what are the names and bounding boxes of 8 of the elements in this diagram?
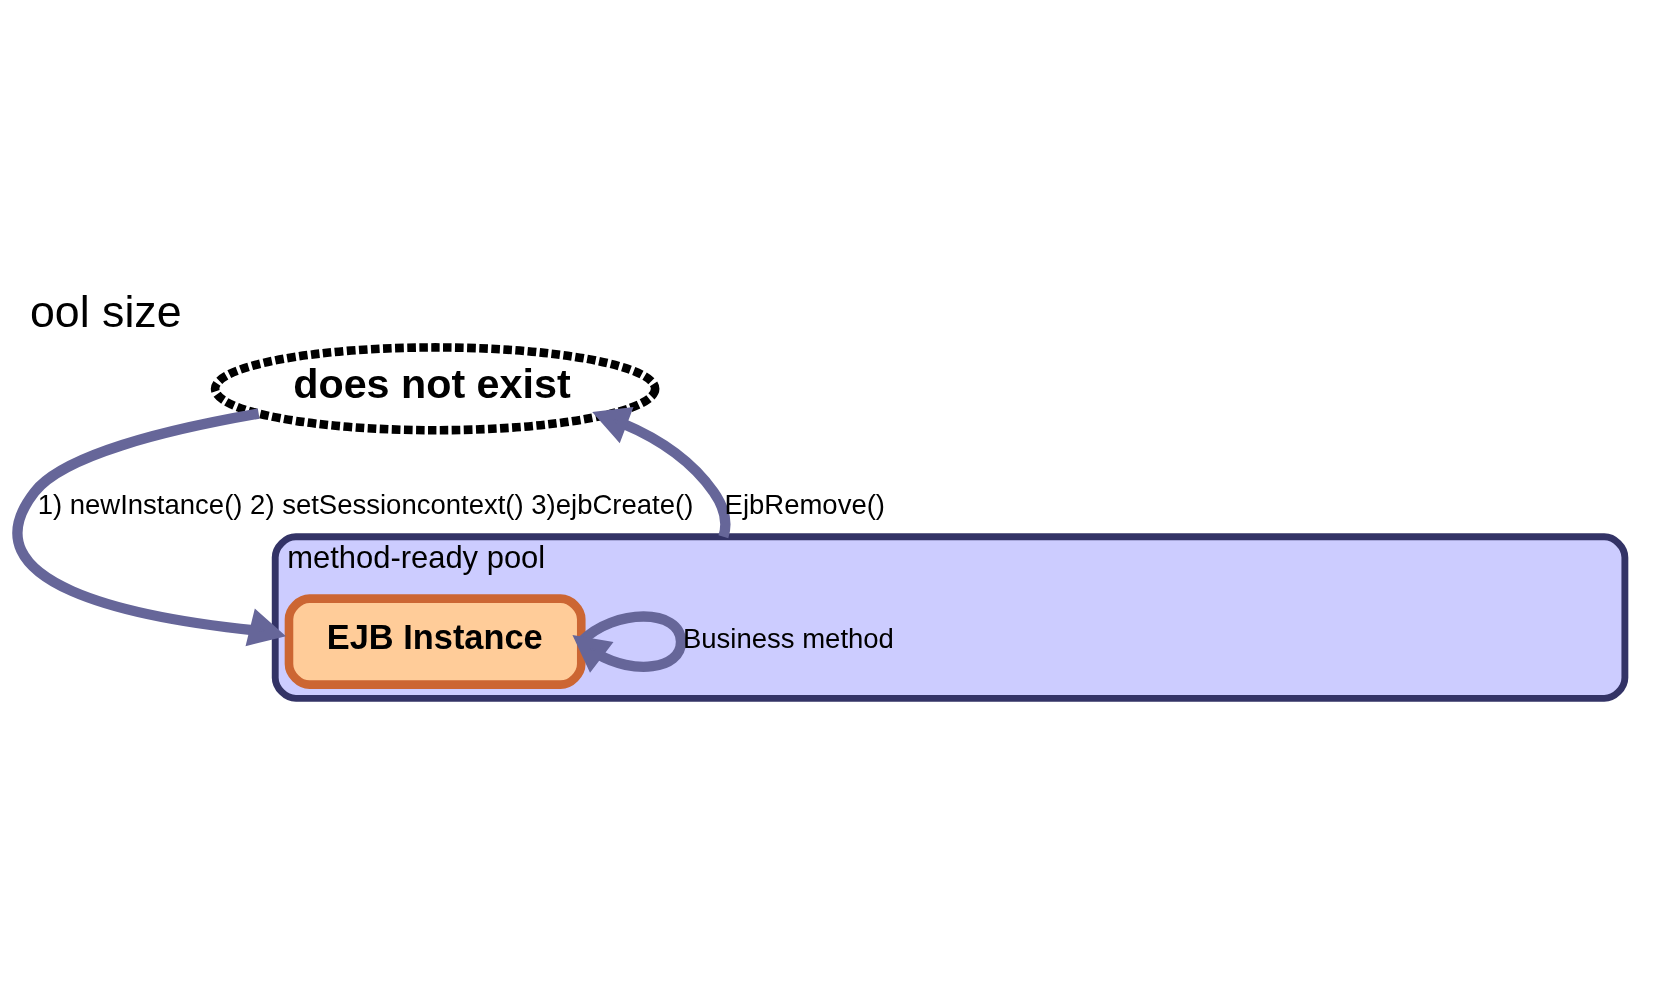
node-box: EJB Instance <box>284 594 586 689</box>
edge-label: EjbRemove() <box>724 489 886 521</box>
arrow <box>572 611 687 673</box>
diagram-title: ool size <box>30 286 182 336</box>
edge-label: 1) newInstance() 2) setSessioncontext() 3)ejbCreate() <box>37 489 694 521</box>
node-ellipse: does not exist <box>210 343 660 435</box>
arrow <box>12 408 286 647</box>
edge-label: Business method <box>682 623 894 655</box>
